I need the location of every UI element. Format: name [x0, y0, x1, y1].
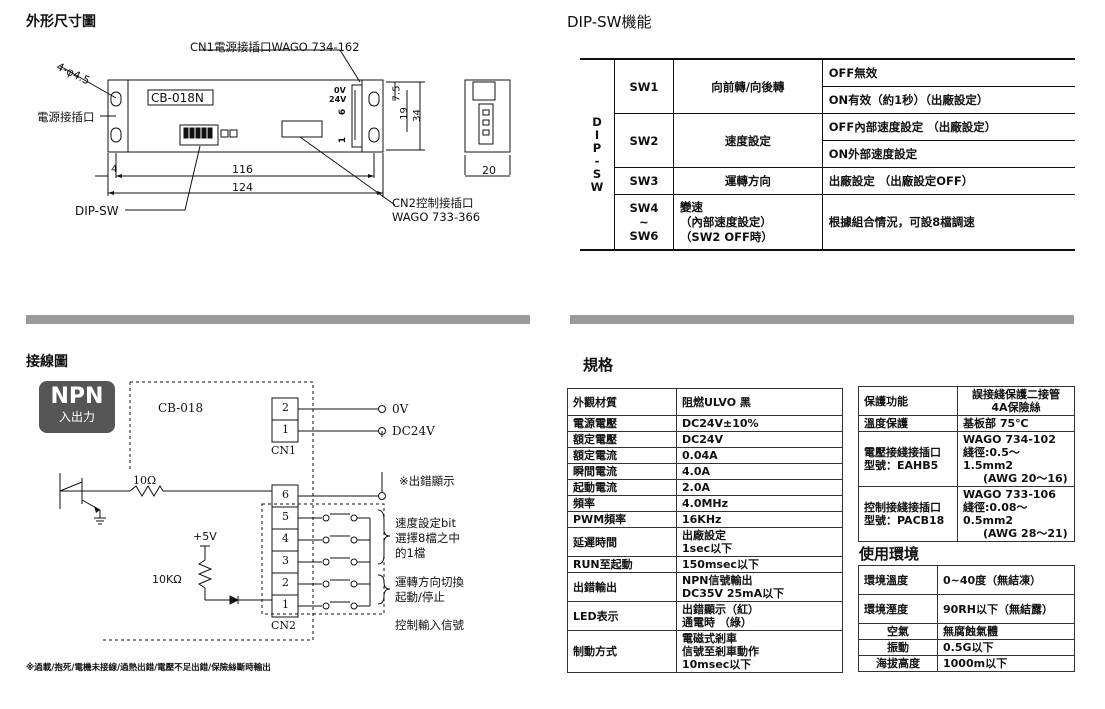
- spec-row: LED表示出錯顯示（紅）通電時 （綠）: [567, 601, 843, 631]
- divider-right: [570, 315, 1074, 324]
- dimension-drawing: [59, 49, 511, 211]
- dim-4: 4: [111, 164, 118, 175]
- voltage-0v: 0V: [334, 86, 346, 95]
- cn1-pin-1: 1: [282, 423, 289, 436]
- spec-title: 規格: [583, 356, 614, 374]
- dim-34: 34: [411, 109, 423, 122]
- cn2-pin-6: 6: [282, 488, 289, 501]
- cn2-pin-1: 1: [282, 598, 289, 611]
- r10-label: 10Ω: [133, 474, 157, 487]
- control-input-label: 控制輸入信號: [395, 618, 464, 632]
- sw2-function: 速度設定: [672, 113, 823, 168]
- npn-badge: NPN 入出力: [39, 381, 115, 433]
- board-name: CB-018: [158, 401, 204, 415]
- direction-note: 運轉方向切換 起動/停止: [395, 575, 464, 604]
- ov-label: 0V: [392, 402, 409, 416]
- sw2-off: OFF內部速度設定 （出廠設定）: [821, 113, 1075, 141]
- cn2-pin-3: 3: [282, 554, 289, 567]
- sw1-off: OFF無效: [821, 58, 1075, 87]
- spec-row: 外觀材質阻燃ULVO 黑: [567, 388, 843, 416]
- divider-left: [26, 315, 530, 324]
- r10k-label: 10KΩ: [152, 573, 182, 586]
- sw2-on: ON外部速度設定: [821, 140, 1075, 168]
- error-output-label: ※出錯顯示: [399, 474, 455, 488]
- power-connector-label: 電源接插口: [37, 110, 95, 124]
- cn2-part: WAGO 733-366: [392, 210, 481, 224]
- sw3-function: 運轉方向: [672, 167, 823, 195]
- sw3-label: SW3: [614, 167, 674, 195]
- dc24v-label: DC24V: [392, 424, 435, 438]
- speed-setting-note: 速度設定bit 選擇8檔之中 的1檔: [395, 516, 460, 560]
- dip-title: DIP-SW機能: [567, 13, 652, 31]
- npn-subtext: 入出力: [58, 410, 95, 424]
- dim-116: 116: [232, 163, 253, 176]
- model-label: CB-018N: [151, 91, 204, 105]
- prot-row: 溫度保護基板部 75℃: [858, 415, 1075, 432]
- cn1-label: CN1: [271, 444, 297, 457]
- sw1-label: SW1: [614, 58, 674, 114]
- dim-20: 20: [482, 164, 496, 177]
- cn1-label: CN1電源接插口WAGO 734-162: [190, 40, 360, 54]
- footnote: ※過載/抱死/電機未接線/過熱出錯/電壓不足出錯/保險絲斷時輸出: [26, 663, 271, 673]
- npn-text: NPN: [50, 384, 104, 409]
- voltage-24v: 24V: [329, 95, 347, 104]
- dim-124: 124: [232, 181, 253, 194]
- cn2-label: CN2控制接插口: [392, 196, 474, 210]
- cn2-label: CN2: [271, 619, 297, 632]
- dim-19: 19: [398, 107, 410, 120]
- wiring-title: 接線圖: [26, 354, 68, 370]
- pin-1-label: 1: [338, 136, 349, 144]
- sw4-6-function: 變速（內部速度設定）（SW2 OFF時）: [672, 194, 823, 251]
- sw4-6-value: 根據組合情況，可設8檔調速: [821, 194, 1075, 251]
- sw3-value: 出廠設定 （出廠設定OFF）: [821, 167, 1075, 195]
- dip-sw-label: DIP-SW: [75, 204, 119, 218]
- sw4-6-label: SW4~SW6: [614, 194, 674, 251]
- dim-7-5: 7.5: [391, 85, 403, 102]
- sw2-label: SW2: [614, 113, 674, 168]
- pin-6-label: 6: [338, 108, 349, 116]
- plus5v-label: +5V: [193, 530, 217, 543]
- wiring-diagram: [59, 381, 391, 641]
- cn2-pin-4: 4: [282, 532, 289, 545]
- env-row: 空氣無腐蝕氣體: [858, 623, 1075, 640]
- sw1-function: 向前轉/向後轉: [672, 58, 823, 114]
- cn1-pin-2: 2: [282, 401, 289, 414]
- cn2-pin-5: 5: [282, 510, 289, 523]
- cn2-pin-2: 2: [282, 576, 289, 589]
- dimensions-title: 外形尺寸圖: [26, 14, 96, 30]
- env-title: 使用環境: [859, 545, 920, 563]
- sw1-on: ON有效（約1秒）（出廠設定）: [821, 86, 1075, 114]
